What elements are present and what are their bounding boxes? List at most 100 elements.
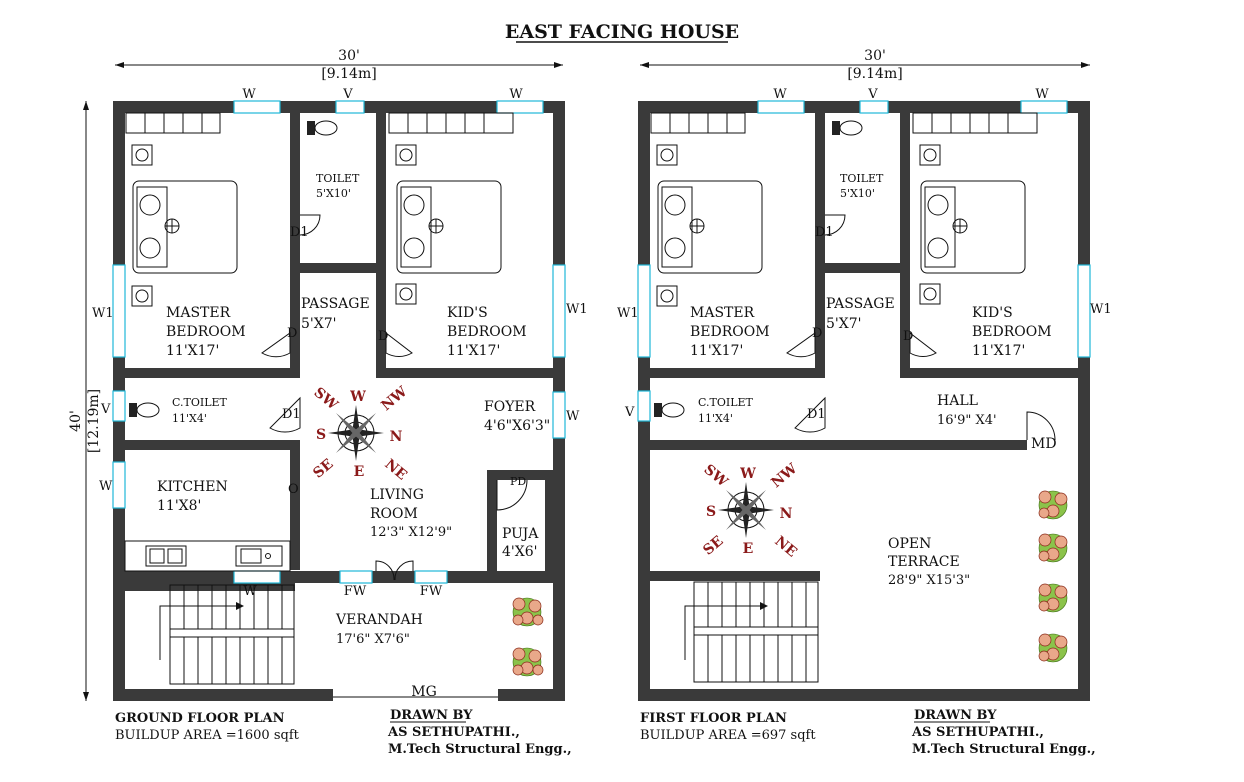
first-room-labels: MASTER BEDROOM 11'X17' TOILET 5'X10' PAS…: [690, 172, 1052, 588]
ground-wc-ctoilet: [129, 402, 160, 418]
ground-staircase: [159, 584, 295, 685]
ground-kitchen-label: KITCHEN: [157, 479, 228, 495]
ground-wc-toilet: [307, 120, 338, 136]
first-compass-se: SE: [700, 533, 726, 559]
first-wc-toilet: [832, 120, 863, 136]
ground-plan-name: GROUND FLOOR PLAN: [115, 711, 285, 726]
ground-mark-d-kids: D: [378, 329, 388, 344]
ground-toilet-size: 5'X10': [316, 187, 351, 200]
ground-verandah-size: 17'6" X7'6": [336, 632, 410, 647]
first-compass-e: E: [743, 541, 754, 557]
first-mark-v-left: V: [624, 405, 635, 420]
first-passage-label: PASSAGE: [826, 296, 895, 312]
ground-passage-size: 5'X7': [301, 316, 336, 332]
credits-first-name: AS SETHUPATHI.,: [911, 725, 1044, 740]
first-floor-plan: 30' [9.14m]: [617, 48, 1112, 743]
ground-doors: [261, 214, 528, 581]
ground-mark-fw-2: FW: [420, 584, 443, 599]
first-compass-sw: SW: [701, 462, 731, 491]
first-hall-size: 16'9" X4': [937, 413, 997, 428]
credits-ground-name: AS SETHUPATHI.,: [387, 725, 520, 740]
ground-passage-label: PASSAGE: [301, 296, 370, 312]
ground-bed-master: [131, 144, 238, 307]
first-mark-v-top: V: [867, 87, 878, 102]
first-compass: W N S E SW NW SE NE: [700, 460, 800, 560]
credits-ground: DRAWN BY AS SETHUPATHI., M.Tech Structur…: [387, 708, 572, 757]
ground-master-label-1: MASTER: [166, 305, 231, 321]
first-master-size: 11'X17': [690, 343, 743, 359]
ground-mark-o: O: [288, 482, 299, 497]
credits-first-heading: DRAWN BY: [914, 708, 997, 723]
ground-depth-dimension: 40' [12.19m]: [68, 101, 102, 701]
first-mark-w1-right: W1: [1090, 302, 1112, 317]
ground-kitchen-counter: [124, 540, 291, 572]
ground-kitchen-size: 11'X8': [157, 498, 201, 514]
first-terrace-label-2: TERRACE: [888, 554, 960, 570]
ground-depth-ft: 40': [68, 410, 84, 432]
ground-puja-size: 4'X6': [502, 544, 537, 560]
first-kids-label-1: KID'S: [972, 305, 1013, 321]
ground-verandah-label: VERANDAH: [335, 612, 423, 628]
ground-mark-v-top: V: [342, 87, 353, 102]
ground-compass-w: W: [349, 389, 366, 405]
ground-compass-nw: NW: [378, 383, 410, 414]
ground-mark-w1-right: W1: [566, 302, 588, 317]
first-width-dimension: 30' [9.14m]: [640, 48, 1090, 82]
first-mark-w-top-right: W: [1035, 87, 1049, 102]
credits-ground-degree: M.Tech Structural Engg.,: [388, 742, 572, 757]
first-toilet-label: TOILET: [840, 172, 884, 185]
ground-mark-d-master: D: [287, 326, 297, 341]
first-opening-marks: W V W W1 W1 V D1 D D D1 MD: [617, 87, 1112, 452]
first-wardrobe-kids: [912, 112, 1038, 134]
first-terrace-size: 28'9" X15'3": [888, 573, 970, 588]
ground-kids-label-1: KID'S: [447, 305, 488, 321]
ground-living-label-2: ROOM: [370, 506, 418, 522]
ground-compass: W N S E SW NW SE NE: [310, 383, 410, 483]
first-mark-d-kids: D: [903, 329, 913, 344]
first-plant-3: [1038, 583, 1068, 613]
ground-mark-pd: PD: [510, 475, 526, 488]
first-terrace-label-1: OPEN: [888, 536, 931, 552]
first-compass-w: W: [739, 466, 756, 482]
ground-kids-size: 11'X17': [447, 343, 500, 359]
first-passage-size: 5'X7': [826, 316, 861, 332]
ground-room-labels: MASTER BEDROOM 11'X17' TOILET 5'X10' PAS…: [157, 172, 550, 647]
first-mark-w-top-left: W: [773, 87, 787, 102]
ground-compass-n: N: [390, 429, 403, 445]
ground-buildup-area: BUILDUP AREA =1600 sqft: [115, 728, 300, 743]
credits-first: DRAWN BY AS SETHUPATHI., M.Tech Structur…: [911, 708, 1096, 757]
ground-wardrobe-kids: [388, 112, 514, 134]
first-plant-4: [1038, 633, 1068, 663]
ground-toilet-label: TOILET: [316, 172, 360, 185]
first-windows: [637, 100, 1091, 422]
ground-mark-w-top-left: W: [242, 87, 256, 102]
first-wardrobe-master: [650, 112, 746, 134]
ground-living-size: 12'3" X12'9": [370, 525, 452, 540]
first-kids-label-2: BEDROOM: [972, 324, 1052, 340]
first-compass-ne: NE: [771, 533, 799, 560]
first-wc-ctoilet: [654, 402, 685, 418]
ground-bed-kids: [395, 144, 502, 305]
ground-foyer-label: FOYER: [484, 399, 536, 415]
first-ctoilet-size: 11'X4': [698, 412, 733, 425]
ground-width-m: [9.14m]: [321, 66, 376, 82]
ground-mark-w-right: W: [566, 409, 580, 424]
first-doors: [786, 214, 1056, 441]
ground-mark-d1-toilet: D1: [290, 225, 309, 240]
first-bed-kids: [919, 144, 1026, 305]
ground-master-label-2: BEDROOM: [166, 324, 246, 340]
first-bed-master: [656, 144, 763, 307]
drawing-title: EAST FACING HOUSE: [505, 21, 739, 43]
first-master-label-1: MASTER: [690, 305, 755, 321]
ground-mark-w-top-right: W: [509, 87, 523, 102]
first-mark-w1-left: W1: [617, 306, 639, 321]
first-master-label-2: BEDROOM: [690, 324, 770, 340]
ground-compass-se: SE: [310, 456, 336, 482]
ground-ctoilet-label: C.TOILET: [172, 396, 228, 409]
ground-puja-label: PUJA: [502, 526, 539, 542]
ground-windows: [112, 100, 566, 584]
first-mark-d1-toilet: D1: [815, 225, 834, 240]
first-compass-n: N: [780, 506, 793, 522]
ground-ctoilet-size: 11'X4': [172, 412, 207, 425]
